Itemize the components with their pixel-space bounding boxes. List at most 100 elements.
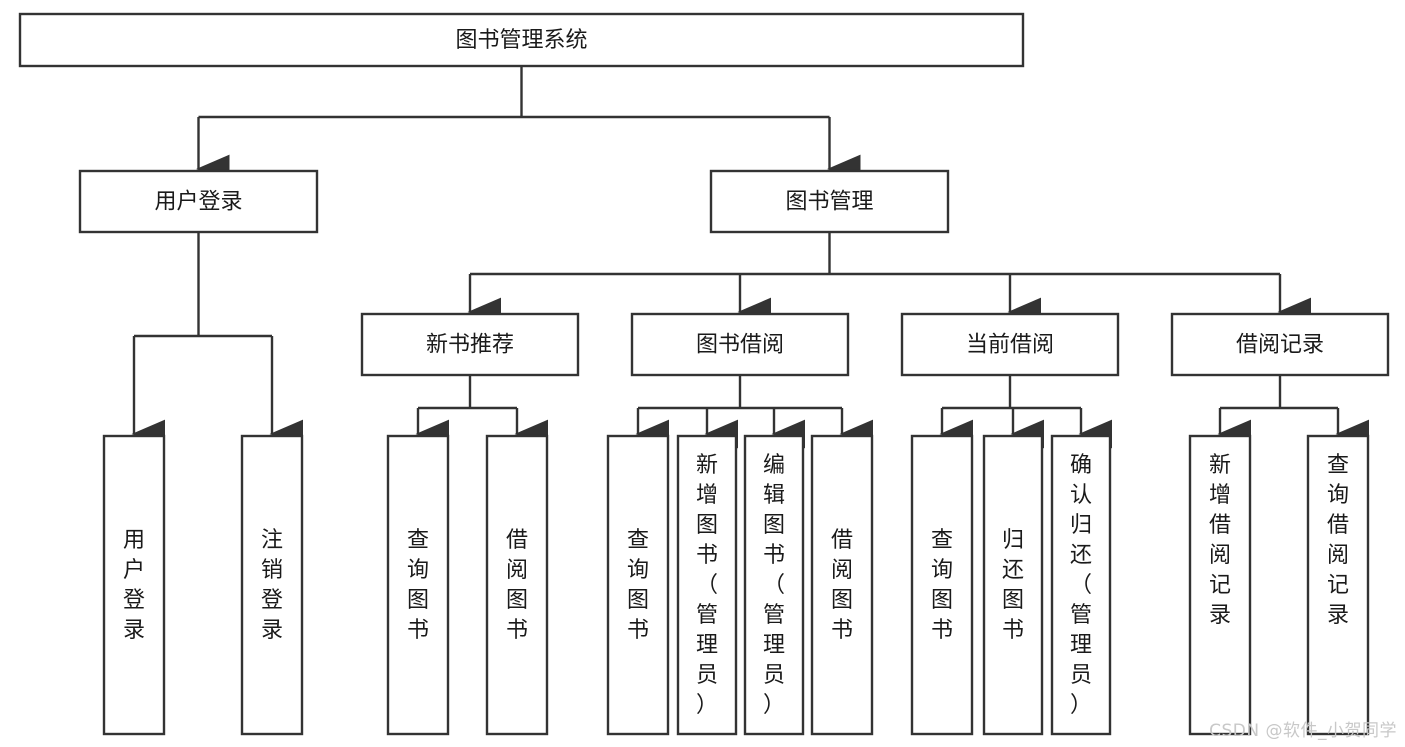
node-label-char: 记 — [1209, 573, 1231, 598]
node-label-char: 查 — [1327, 453, 1349, 478]
node-label-char: 新 — [696, 453, 718, 478]
node-box-leaf-borrow-book — [810, 434, 874, 736]
node-user-login[interactable]: 用户登录 — [78, 169, 319, 234]
node-label-char: 图 — [831, 588, 853, 613]
node-label-char: 书 — [931, 618, 953, 643]
node-label-char: 录 — [261, 618, 283, 643]
node-label-char: 书 — [627, 618, 649, 643]
node-label-char: 图 — [931, 588, 953, 613]
node-label-char: 图 — [506, 588, 528, 613]
node-box-root — [18, 12, 1025, 68]
node-box-leaf-user-login — [102, 434, 166, 736]
node-label-char: 辑 — [763, 483, 785, 508]
node-label-char: 理 — [696, 633, 718, 658]
node-label-char: 查 — [931, 528, 953, 553]
boxes-layer: 图书管理系统用户登录图书管理新书推荐图书借阅当前借阅借阅记录用户登录注销登录查询… — [18, 12, 1390, 736]
node-label-char: 增 — [1209, 483, 1231, 508]
node-box-current-borrow — [900, 312, 1120, 377]
node-label-char: 借 — [506, 528, 528, 553]
node-label-char: 借 — [1327, 513, 1349, 538]
node-label-char: 录 — [123, 618, 145, 643]
node-label-char: （ — [1070, 573, 1092, 598]
node-label-char: 图 — [407, 588, 429, 613]
node-label-char: 编 — [763, 453, 785, 478]
node-label-char: 书 — [696, 543, 718, 568]
node-leaf-user-login[interactable]: 用户登录 — [102, 434, 166, 736]
node-label-char: ） — [763, 693, 785, 718]
node-label-char: 增 — [696, 483, 718, 508]
node-label-char: 书 — [407, 618, 429, 643]
node-box-leaf-add-book — [676, 434, 738, 736]
node-label-char: 用 — [123, 528, 145, 553]
node-label-char: 登 — [261, 588, 283, 613]
node-label-char: 阅 — [506, 558, 528, 583]
node-box-book-borrow — [630, 312, 850, 377]
node-label-char: 录 — [1209, 603, 1231, 628]
node-label-char: 图 — [763, 513, 785, 538]
node-label-user-login: 用户登录 — [154, 190, 242, 215]
node-label-char: 图 — [627, 588, 649, 613]
node-box-new-book-rec — [360, 312, 580, 377]
node-label-char: 理 — [1070, 633, 1092, 658]
node-current-borrow[interactable]: 当前借阅 — [900, 312, 1120, 377]
node-label-char: 归 — [1002, 528, 1024, 553]
node-box-leaf-borrow-book-rec — [485, 434, 549, 736]
node-new-book-rec[interactable]: 新书推荐 — [360, 312, 580, 377]
node-label-char: 图 — [1002, 588, 1024, 613]
node-label-char: 查 — [407, 528, 429, 553]
node-label-char: 归 — [1070, 513, 1092, 538]
node-label-char: 书 — [763, 543, 785, 568]
node-label-char: 记 — [1327, 573, 1349, 598]
node-label-new-book-rec: 新书推荐 — [426, 333, 514, 358]
node-box-leaf-return-book — [982, 434, 1044, 736]
node-borrow-record[interactable]: 借阅记录 — [1170, 312, 1390, 377]
node-box-leaf-logout — [240, 434, 304, 736]
node-label-book-borrow: 图书借阅 — [696, 333, 784, 358]
node-label-char: 登 — [123, 588, 145, 613]
node-book-borrow[interactable]: 图书借阅 — [630, 312, 850, 377]
node-root[interactable]: 图书管理系统 — [18, 12, 1025, 68]
node-label-char: （ — [696, 573, 718, 598]
node-box-book-manage — [709, 169, 950, 234]
node-label-book-manage: 图书管理 — [785, 190, 873, 215]
node-label-char: 询 — [627, 558, 649, 583]
node-label-char: 新 — [1209, 453, 1231, 478]
node-label-char: 阅 — [831, 558, 853, 583]
node-label-char: 还 — [1002, 558, 1024, 583]
node-label-char: 阅 — [1327, 543, 1349, 568]
node-label-char: （ — [763, 573, 785, 598]
node-label-char: 阅 — [1209, 543, 1231, 568]
node-label-char: 销 — [261, 558, 283, 583]
node-label-char: 书 — [506, 618, 528, 643]
node-label-char: 录 — [1327, 603, 1349, 628]
node-label-char: 员 — [763, 663, 785, 688]
connectors-layer — [131, 66, 1370, 449]
node-label-char: 户 — [123, 558, 145, 583]
node-label-char: 理 — [763, 633, 785, 658]
node-label-char: 员 — [1070, 663, 1092, 688]
node-box-borrow-record — [1170, 312, 1390, 377]
node-label-char: 询 — [407, 558, 429, 583]
node-box-leaf-edit-book — [743, 434, 805, 736]
node-label-char: ） — [1070, 693, 1092, 718]
node-box-leaf-confirm-return — [1050, 434, 1112, 736]
node-label-char: 管 — [1070, 603, 1092, 628]
node-box-leaf-query-record — [1306, 434, 1370, 736]
node-label-current-borrow: 当前借阅 — [966, 333, 1054, 358]
node-box-user-login — [78, 169, 319, 234]
node-book-manage[interactable]: 图书管理 — [709, 169, 950, 234]
csdn-watermark: CSDN @软件_小贺同学 — [1209, 721, 1397, 741]
